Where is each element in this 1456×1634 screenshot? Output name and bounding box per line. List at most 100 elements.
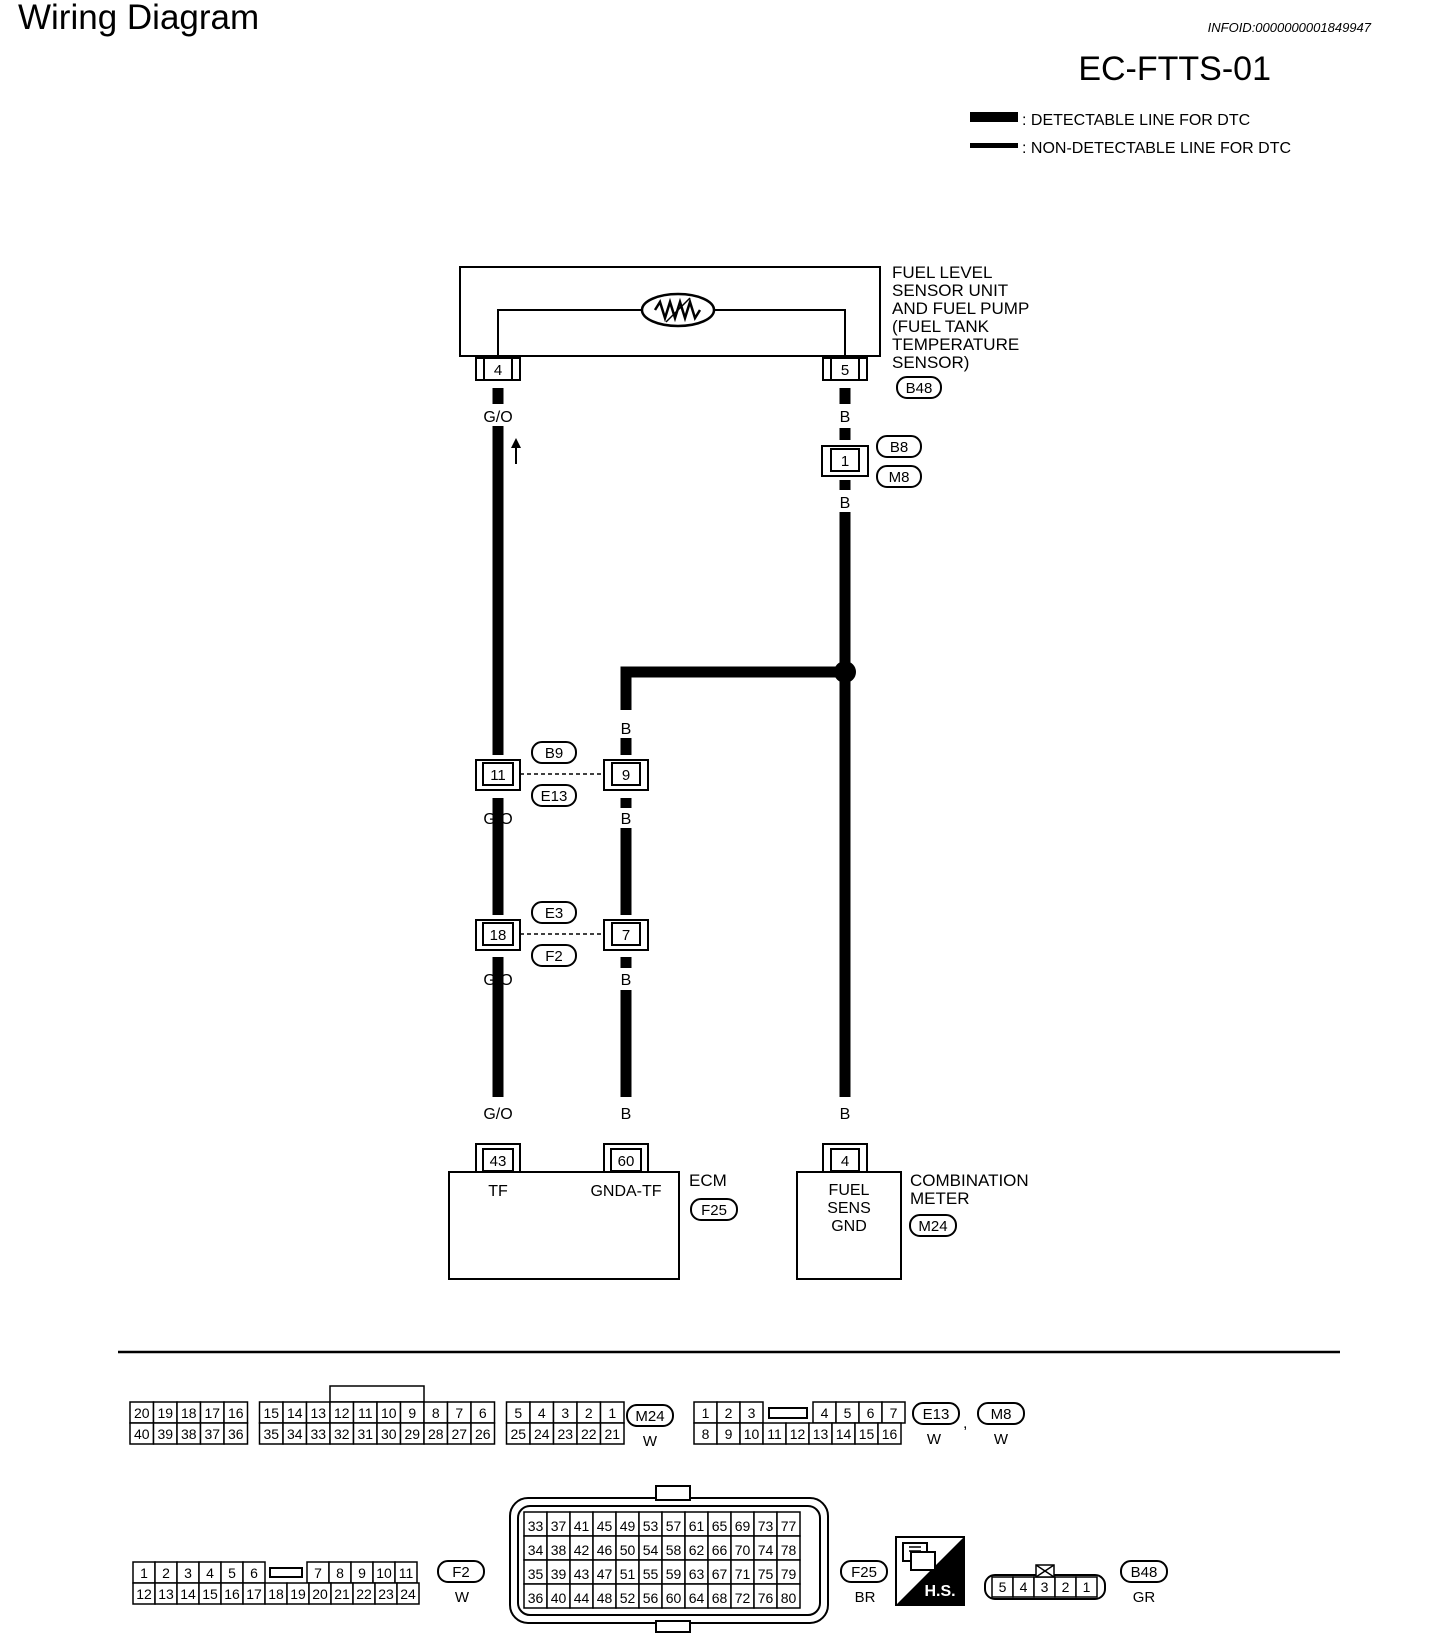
wire-color-label: B (621, 972, 632, 989)
meter-connector-label: M24 (918, 1218, 947, 1235)
connector-pin-number: 61 (689, 1518, 705, 1534)
harness-side-label: H.S. (924, 1583, 955, 1600)
joint-connector-b9-e13: 11 9 B9 E13 (475, 741, 649, 807)
connector-pin-number: 63 (689, 1566, 705, 1582)
joint-pin-number: 7 (622, 927, 630, 944)
meter-terminal-line: GND (831, 1218, 867, 1235)
connector-pin-number: 27 (451, 1426, 467, 1442)
wire-color-label: G/O (483, 972, 512, 989)
b48-face-color: GR (1133, 1589, 1156, 1606)
connector-pin-number: 77 (781, 1518, 797, 1534)
connector-pin-number: 69 (735, 1518, 751, 1534)
connector-pin (223, 1422, 249, 1445)
e13-face-color: W (927, 1431, 942, 1448)
connector-pin-number: 74 (758, 1542, 774, 1558)
connector-pin-number: 7 (890, 1405, 898, 1421)
connector-pin-number: 53 (643, 1518, 659, 1534)
connector-pin-number: 2 (1062, 1579, 1070, 1595)
connector-pin-number: 16 (882, 1426, 898, 1442)
connector-pin-number: 52 (620, 1590, 636, 1606)
connector-key-bottom (655, 1620, 691, 1633)
connector-badge (626, 1404, 674, 1427)
connector-pin-number: 9 (725, 1426, 733, 1442)
connector-pin-number: 51 (620, 1566, 636, 1582)
wires (492, 388, 851, 1097)
connector-badge (437, 1560, 485, 1583)
connector-pin-number: 45 (597, 1518, 613, 1534)
connector-pin-number: 80 (781, 1590, 797, 1606)
connector-pin-number: 8 (336, 1565, 344, 1581)
connector-pin-number: 33 (310, 1426, 326, 1442)
e13-face-label: E13 (923, 1406, 950, 1423)
legend-detectable-label: : DETECTABLE LINE FOR DTC (1022, 112, 1250, 129)
connector-badge-label: M8 (889, 469, 910, 486)
ecm-pin-tf: 43 (490, 1153, 507, 1170)
connector-pin-number: 7 (314, 1565, 322, 1581)
sensor-label-line: SENSOR) (892, 353, 969, 372)
connector-pin-number: 3 (748, 1405, 756, 1421)
connector-pin-number: 15 (202, 1586, 218, 1602)
connector-lock-tab (329, 1385, 425, 1403)
connector-pin-number: 6 (867, 1405, 875, 1421)
joint-pin-number: 11 (490, 767, 506, 784)
sensor-pin-left-number: 4 (494, 362, 502, 379)
connector-latch (269, 1567, 303, 1578)
ecm-unit: 43 60 TF GNDA-TF ECM F25 (448, 1143, 738, 1280)
f2-face-color: W (455, 1589, 470, 1606)
connector-badge (1120, 1560, 1168, 1583)
sensor-internal-circuit-right (713, 309, 846, 364)
connector-pin-number: 10 (744, 1426, 760, 1442)
connector-pin-number: 57 (666, 1518, 682, 1534)
connector-pin-number: 5 (228, 1565, 236, 1581)
connector-pin (776, 1583, 801, 1609)
connector-pin-number: 1 (1083, 1579, 1091, 1595)
connector-pin-number: 36 (228, 1426, 244, 1442)
connector-pin-number: 18 (268, 1586, 284, 1602)
connector-pin (1075, 1576, 1098, 1598)
connector-pin-number: 6 (479, 1405, 487, 1421)
info-id: INFOID:0000000001849947 (1207, 20, 1371, 35)
connector-pin-number: 14 (180, 1586, 196, 1602)
connector-pin-number: 78 (781, 1542, 797, 1558)
connector-pin-number: 20 (312, 1586, 328, 1602)
ecm-terminal-tf: TF (488, 1183, 508, 1200)
connector-badge (840, 1560, 888, 1583)
connector-pin-number: 17 (204, 1405, 220, 1421)
connector-pin-number: 26 (475, 1426, 491, 1442)
connector-pin-number: 12 (790, 1426, 806, 1442)
connector-pin-number: 37 (204, 1426, 220, 1442)
connector-pin-number: 34 (528, 1542, 544, 1558)
connector-pin-number: 40 (551, 1590, 567, 1606)
connector-pin-number: 19 (157, 1405, 173, 1421)
connector-pin-number: 1 (140, 1565, 148, 1581)
meter-label-line: COMBINATION (910, 1171, 1029, 1190)
wire-color-label: B (621, 721, 632, 738)
connector-badge (531, 741, 577, 764)
connector-pin-number: 65 (712, 1518, 728, 1534)
connector-pin-number: 44 (574, 1590, 590, 1606)
connector-pin-number: 4 (821, 1405, 829, 1421)
sensor-connector-label: B48 (906, 380, 933, 397)
connector-pin-number: 17 (246, 1586, 262, 1602)
connector-pin-number: 47 (597, 1566, 613, 1582)
connector-pin-number: 31 (357, 1426, 373, 1442)
f2-face-label: F2 (452, 1564, 470, 1581)
sensor-label-line: TEMPERATURE (892, 335, 1019, 354)
connector-badge (531, 901, 577, 924)
connector-pin-number: 75 (758, 1566, 774, 1582)
connector-pin-number: 21 (334, 1586, 350, 1602)
connector-pin-number: 39 (551, 1566, 567, 1582)
connector-pin-number: 32 (334, 1426, 350, 1442)
sensor-label-line: FUEL LEVEL (892, 263, 992, 282)
sensor-connector-badge (896, 376, 942, 399)
connector-pin-number: 76 (758, 1590, 774, 1606)
connector-pin-number: 43 (574, 1566, 590, 1582)
connector-pin-number: 8 (702, 1426, 710, 1442)
connector-pin-number: 58 (666, 1542, 682, 1558)
connector-pin-number: 34 (287, 1426, 303, 1442)
joint-connector-e3-f2: 18 7 E3 F2 (475, 901, 649, 967)
